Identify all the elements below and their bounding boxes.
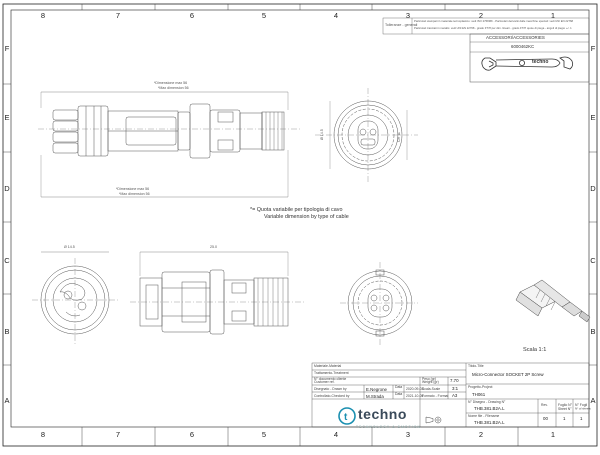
- brand-tagline: TECHNOLOGY & EMOTION: [356, 425, 422, 429]
- weight-value: 7.70: [450, 378, 459, 383]
- sheet-value: 1: [563, 416, 566, 421]
- file-name: THB.381.B2A.L: [474, 420, 505, 425]
- dim-max-bottom-en: *Max dimension 56: [119, 192, 150, 196]
- svg-text:t: t: [344, 412, 348, 423]
- weight-label: Peso (gr): [422, 377, 436, 381]
- cable-note: *= Quota variabile per tipologia di cavo…: [250, 207, 349, 221]
- brand-name: techno: [358, 406, 407, 422]
- checked-date: 2021-10-05: [406, 394, 424, 398]
- wrench-tool-icon: [481, 56, 574, 71]
- checked-label: Controllato-Checked by: [314, 394, 350, 398]
- outer-frame: [2, 3, 598, 447]
- accessories-code: 6000462KC: [511, 44, 535, 49]
- dim-length-bottom: 25.0: [210, 245, 217, 249]
- project-value: TH061: [472, 392, 486, 397]
- zone-top-7: 7: [115, 11, 121, 20]
- end-view-bottom: [340, 262, 418, 345]
- title-block: [311, 362, 590, 428]
- rev-value: 00: [543, 416, 548, 421]
- dim-diameter-bottom: Ø 14.5: [64, 245, 75, 249]
- zone-left-d: D: [4, 184, 10, 193]
- accessories-tool-brand: techno: [532, 59, 549, 65]
- cable-note-it: *= Quota variabile per tipologia di cavo: [250, 207, 343, 213]
- zone-left-c: C: [4, 256, 10, 265]
- sheet-label: Foglio N°: [558, 403, 572, 407]
- material-label: Materiale-Material: [314, 364, 342, 368]
- zone-bottom-1: 1: [550, 430, 556, 439]
- format-value: A3: [452, 393, 458, 398]
- zone-ticks: [3, 4, 597, 446]
- drawn-by: E.Negrone: [366, 387, 387, 392]
- scale-label: Scala-Scale: [422, 387, 441, 391]
- accessories-title: ACCESSORI/ACCESSORIES: [486, 35, 545, 40]
- format-label: Formato - Format: [422, 394, 449, 398]
- dim-max-top-it: *Dimensione max 56: [154, 81, 188, 85]
- drawing-no: THB.381.B2A.L: [474, 406, 505, 411]
- zone-right-f: F: [590, 44, 596, 53]
- checked-by: M.Strada: [366, 394, 384, 399]
- zone-right-e: E: [590, 113, 596, 122]
- dim-max-top-en: *Max dimension 56: [158, 86, 189, 90]
- drawn-date: 2020-09-03: [406, 387, 424, 391]
- sheets-label-en: N° of sheets: [575, 407, 591, 411]
- sheets-label: N° Fogli: [575, 403, 588, 407]
- front-view-top: [315, 88, 418, 182]
- zone-right-d: D: [590, 184, 596, 193]
- drawn-label: Disegnato - Drawn by: [314, 387, 347, 391]
- zone-left-f: F: [4, 44, 10, 53]
- file-name-label: Nome file - Filename: [468, 414, 500, 418]
- doc-label: N° documento cliente: [314, 377, 347, 381]
- tolerance-line-1: Particolari stampati in materiale termop…: [414, 19, 574, 23]
- zone-bottom-4: 4: [333, 430, 339, 439]
- dim-hex-top: CH 11: [397, 132, 401, 142]
- brand-logo-icon: [338, 407, 356, 425]
- weight-label-en: Weight (gr): [422, 380, 439, 384]
- zone-right-c: C: [590, 256, 596, 265]
- zone-top-2: 2: [478, 11, 484, 20]
- zone-top-1: 1: [550, 11, 556, 20]
- finish-label: Trattamento-Treatment: [314, 371, 349, 375]
- zone-bottom-2: 2: [478, 430, 484, 439]
- zone-top-4: 4: [333, 11, 339, 20]
- zone-top-3: 3: [405, 11, 411, 20]
- dim-max-bottom-it: *Dimensione max 56: [116, 187, 150, 191]
- isometric-view: [515, 279, 591, 323]
- dim-diameter-top: Ø 14.5: [320, 129, 324, 140]
- title-label: Titolo-Title: [468, 364, 484, 368]
- zone-left-b: B: [4, 327, 10, 336]
- zone-right-b: B: [590, 327, 596, 336]
- sheet-label-en: Sheet N°: [558, 407, 572, 411]
- scale-value: 3:1: [452, 386, 459, 391]
- project-label: Progetto-Project: [468, 385, 493, 389]
- side-view-top: [38, 91, 302, 198]
- zone-bottom-5: 5: [261, 430, 267, 439]
- zone-right-a: A: [590, 396, 596, 405]
- rev-label: Rev.: [541, 403, 548, 407]
- projection-symbol-icon: [425, 416, 442, 424]
- zone-bottom-3: 3: [405, 430, 411, 439]
- checked-date-label: Data: [395, 392, 403, 396]
- tolerance-line-2: Particolari tranciati in metallo: vedi U…: [414, 26, 572, 30]
- cable-note-en: Variable dimension by type of cable: [264, 214, 349, 221]
- drawing-no-label: N° Disegno - Drawing N°: [468, 400, 506, 404]
- customer-label: Customer ref.: [314, 380, 335, 384]
- zone-left-a: A: [4, 396, 10, 405]
- zone-bottom-8: 8: [40, 430, 46, 439]
- accessories-box: [469, 33, 590, 83]
- zone-left-e: E: [4, 113, 10, 122]
- drawn-date-label: Data: [395, 385, 403, 389]
- zone-top-8: 8: [40, 11, 46, 20]
- zone-top-6: 6: [189, 11, 195, 20]
- zone-top-5: 5: [261, 11, 267, 20]
- zone-bottom-7: 7: [115, 430, 121, 439]
- sheets-value: 1: [580, 416, 583, 421]
- scale-note: Scala 1:1: [523, 347, 547, 353]
- side-view-bottom: [130, 251, 305, 335]
- drawing-title: Micro-Connector SOCKET 2P Screw: [472, 372, 544, 377]
- tolerance-label: Tolleranze - generali: [385, 23, 418, 27]
- front-view-bottom: [32, 251, 120, 345]
- zone-bottom-6: 6: [189, 430, 195, 439]
